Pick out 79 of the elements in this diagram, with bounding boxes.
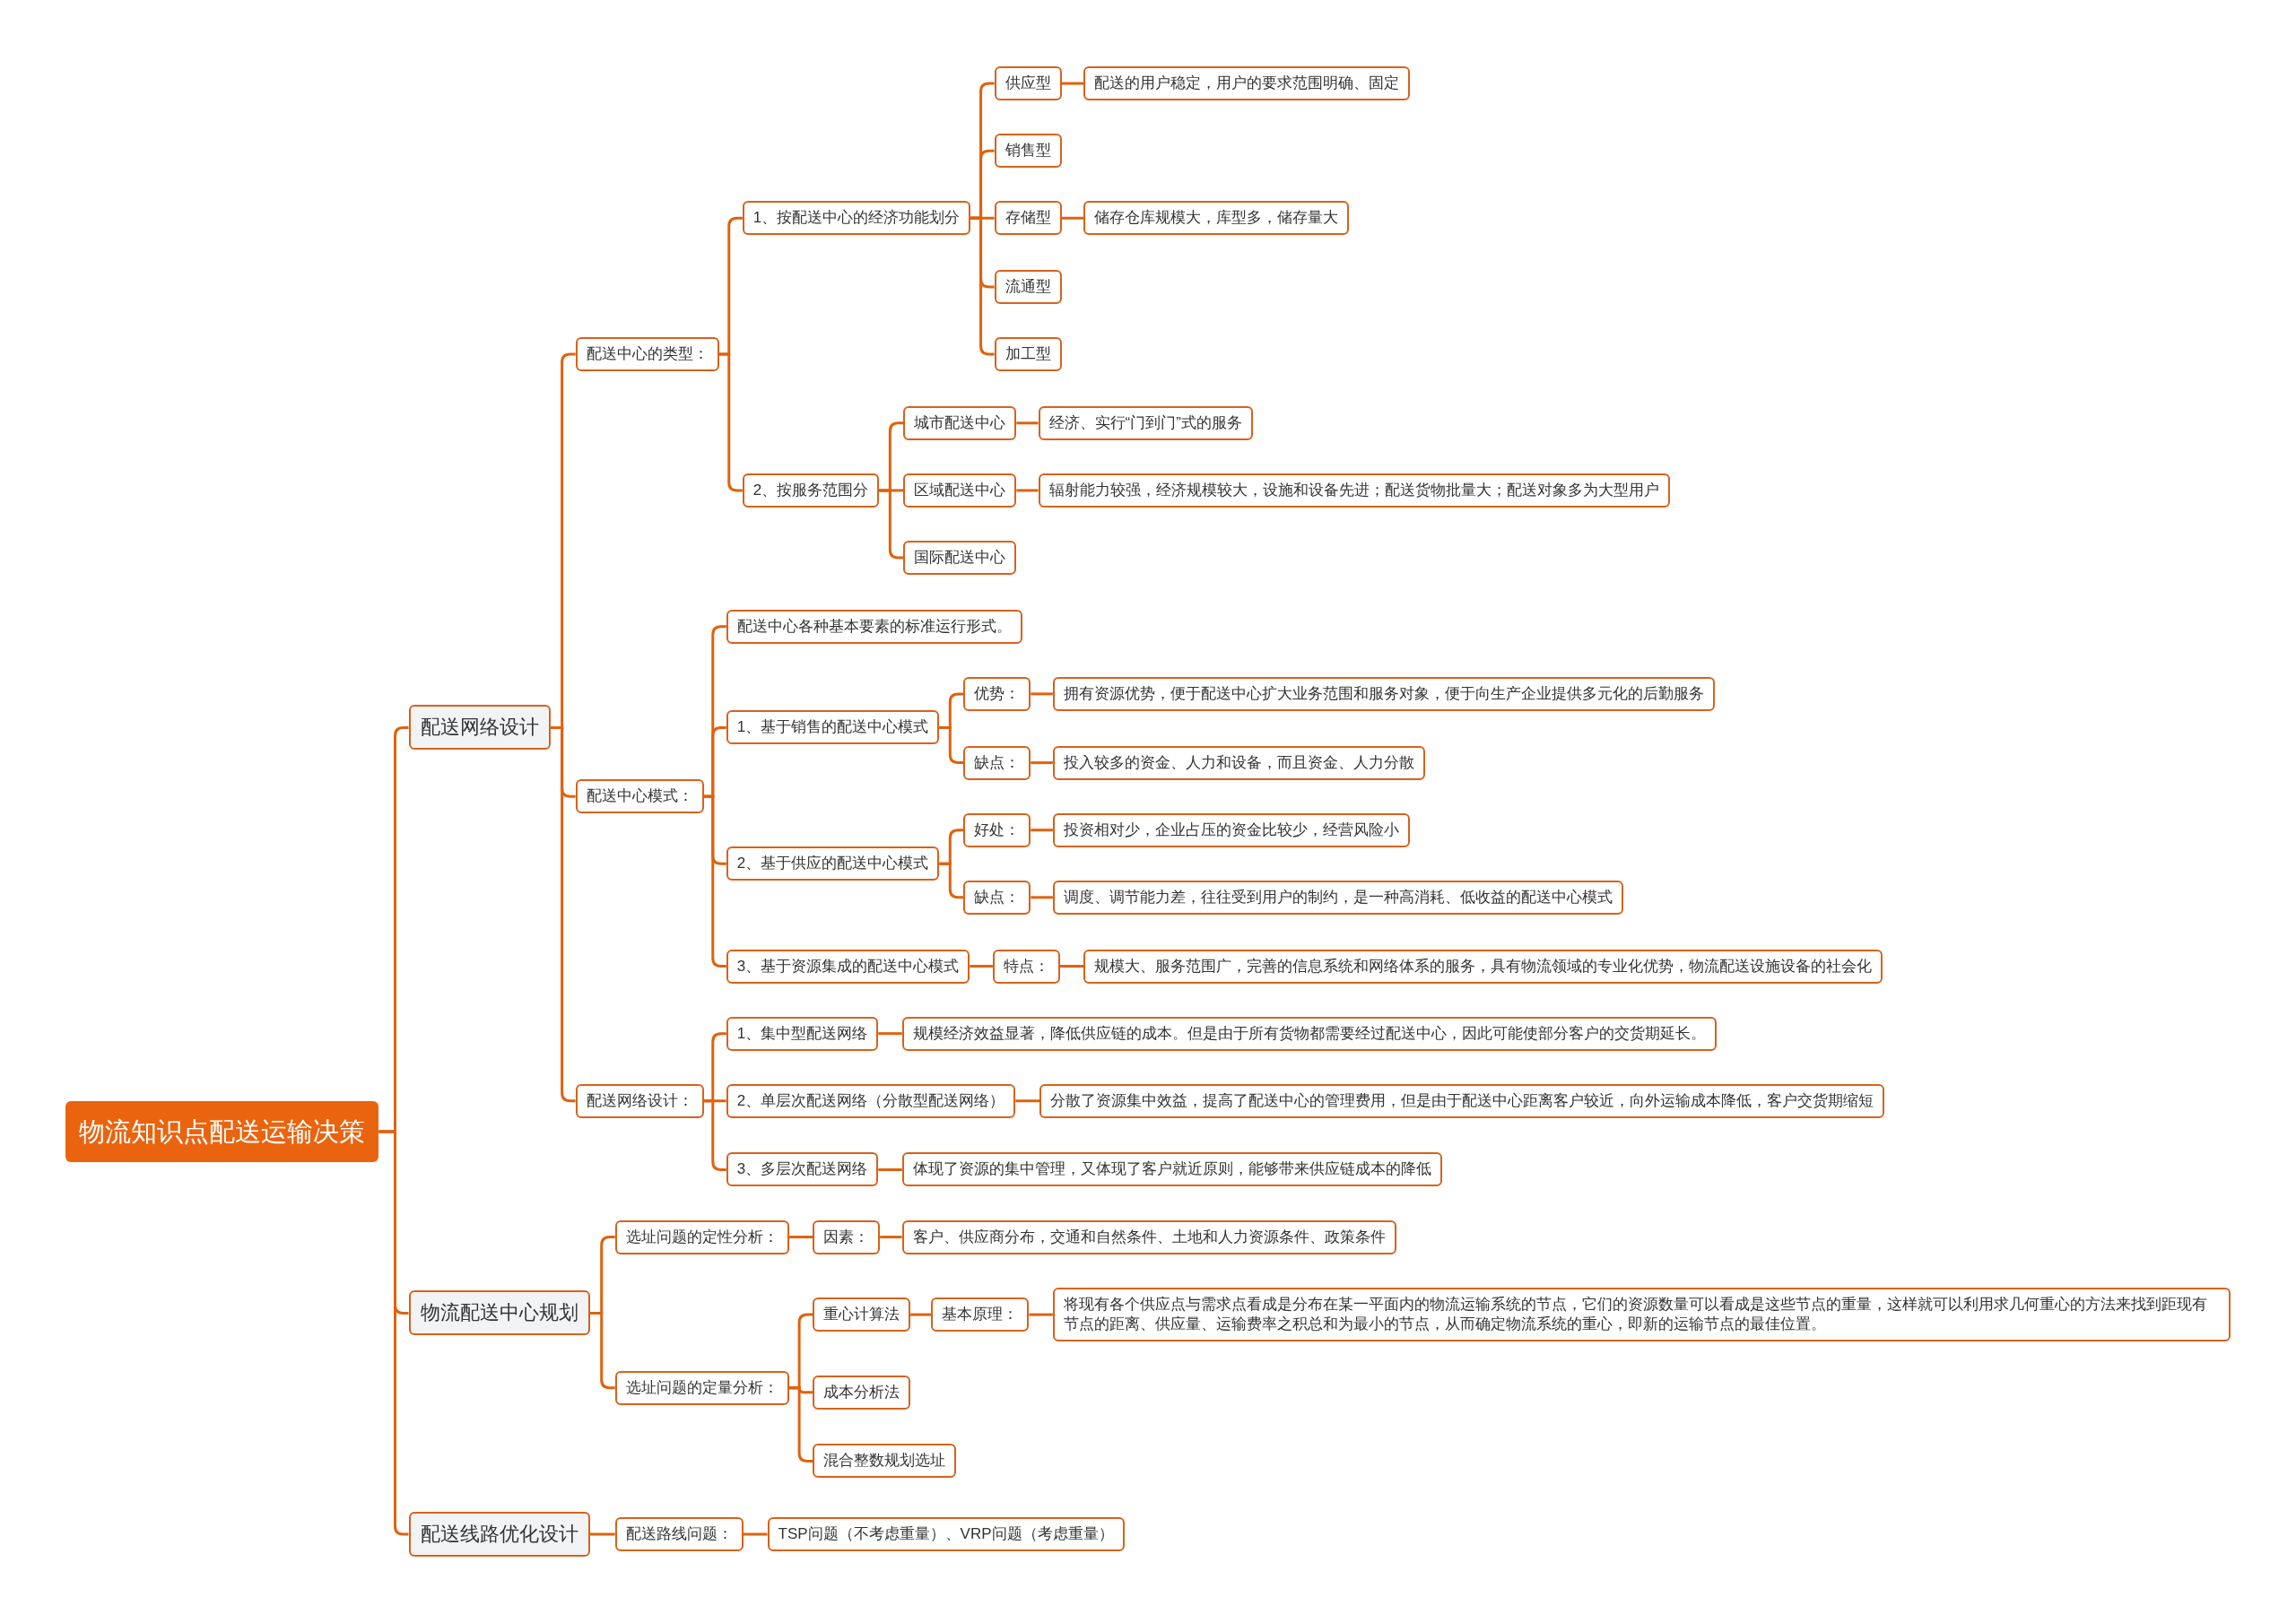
central-topic-box: 物流知识点配送运输决策	[65, 1101, 379, 1163]
connector-line	[550, 725, 576, 1103]
connector-line	[1031, 761, 1053, 765]
topic-box: 配送的用户稳定，用户的要求范围明确、固定	[1083, 66, 1411, 101]
connector-line	[1061, 82, 1084, 85]
topic-box: 重心计算法	[813, 1298, 911, 1332]
topic-box: 3、基于资源集成的配送中心模式	[726, 949, 970, 984]
connector-line	[878, 1032, 902, 1036]
topic-box: 1、按配送中心的经济功能划分	[742, 201, 971, 236]
topic-box: 基本原理：	[931, 1298, 1030, 1332]
connector-line	[1015, 1099, 1040, 1103]
topic-box: 配送中心各种基本要素的标准运行形式。	[726, 609, 1022, 644]
topic-box: 选址问题的定性分析：	[614, 1219, 789, 1254]
topic-box: 投资相对少，企业占压的资金比较少，经营风险小	[1052, 812, 1410, 847]
main-topic-box: 物流配送中心规划	[408, 1290, 590, 1336]
main-topic-box: 配送线路优化设计	[408, 1512, 590, 1557]
topic-box: 流通型	[994, 270, 1062, 304]
connector-line	[939, 725, 964, 765]
topic-box: 区域配送中心	[903, 473, 1017, 508]
topic-box: 存储型	[994, 201, 1062, 236]
connector-line	[743, 1532, 768, 1536]
topic-box: 1、集中型配送网络	[726, 1016, 879, 1051]
topic-box: 2、按服务范围分	[742, 473, 880, 508]
topic-box: 拥有资源优势，便于配送中心扩大业务范围和服务对象，便于向生产企业提供多元化的后勤服务	[1052, 676, 1715, 711]
connector-line	[718, 352, 743, 492]
connector-line	[703, 794, 726, 968]
topic-box: 优势：	[963, 676, 1031, 711]
connector-line	[1016, 421, 1039, 425]
topic-box: 好处：	[963, 812, 1031, 847]
topic-box: 体现了资源的集中管理，又体现了客户就近原则，能够带来供应链成本的降低	[901, 1152, 1442, 1187]
topic-box: 选址问题的定量分析：	[614, 1370, 789, 1405]
topic-box: 辐射能力较强，经济规模较大，设施和设备先进；配送货物批量大；配送对象多为大型用户	[1038, 473, 1670, 508]
topic-box: 城市配送中心	[903, 405, 1017, 440]
topic-box: 特点：	[992, 949, 1060, 984]
connector-line	[589, 1532, 615, 1536]
topic-box: 2、单层次配送网络（分散型配送网络）	[726, 1083, 1016, 1118]
connector-line	[703, 1099, 726, 1171]
topic-box: 分散了资源集中效益，提高了配送中心的管理费用，但是由于配送中心距离客户较近，向外运输成本降低，客户交货期缩短	[1039, 1083, 1885, 1118]
topic-box: 配送路线问题：	[614, 1517, 744, 1551]
connector-line	[788, 1236, 813, 1239]
topic-box: TSP问题（不考虑重量）、VRP问题（考虑重量）	[767, 1517, 1125, 1551]
connector-line	[788, 1386, 813, 1462]
topic-box: 经济、实行“门到门”式的服务	[1038, 405, 1253, 440]
connector-line	[1059, 965, 1084, 968]
connector-line	[1029, 1313, 1053, 1316]
topic-box: 因素：	[813, 1219, 881, 1254]
connector-line	[1061, 216, 1084, 220]
connector-line	[589, 1312, 615, 1390]
connector-line	[878, 1168, 902, 1171]
topic-box: 1、基于销售的配送中心模式	[726, 710, 940, 745]
topic-box: 调度、调节能力差，往往受到用户的制约，是一种高消耗、低收益的配送中心模式	[1052, 880, 1623, 915]
topic-box: 规模大、服务范围广，完善的信息系统和网络体系的服务，具有物流领域的专业化优势，物流配送设施设备的社会化	[1083, 949, 1883, 984]
topic-box: 规模经济效益显著，降低供应链的成本。但是由于所有货物都需要经过配送中心，因此可能使部分客户的交货期延长。	[901, 1016, 1717, 1051]
topic-box: 配送中心的类型：	[575, 337, 719, 372]
connector-line	[1016, 489, 1039, 492]
connector-line	[1031, 829, 1053, 832]
topic-box: 将现有各个供应点与需求点看成是分布在某一平面内的物流运输系统的节点，它们的资源数量可以看成是这些节点的重量，这样就可以利用求几何重心的方法来找到距现有节点的距离、供应量、运输费率之积总和为最小的节点，从而确定物流系统的重心，即新的运输节点的最佳位置。	[1052, 1288, 2231, 1342]
topic-box: 国际配送中心	[903, 541, 1017, 576]
connector-line	[939, 862, 964, 899]
topic-box: 储存仓库规模大，库型多，储存量大	[1083, 201, 1350, 236]
connector-line	[1031, 896, 1053, 899]
topic-box: 2、基于供应的配送中心模式	[726, 846, 940, 881]
connector-line	[1031, 692, 1053, 696]
topic-box: 投入较多的资金、人力和设备，而且资金、人力分散	[1052, 745, 1425, 780]
connector-line	[910, 1313, 932, 1316]
main-topic-box: 配送网络设计	[408, 705, 551, 751]
topic-box: 加工型	[994, 337, 1062, 372]
topic-box: 供应型	[994, 66, 1062, 101]
topic-box: 成本分析法	[813, 1375, 911, 1410]
topic-box: 配送网络设计：	[575, 1083, 704, 1118]
topic-box: 3、多层次配送网络	[726, 1152, 879, 1187]
topic-box: 客户、供应商分布，交通和自然条件、土地和人力资源条件、政策条件	[901, 1219, 1396, 1254]
topic-box: 销售型	[994, 134, 1062, 169]
connector-line	[970, 965, 993, 968]
connector-line	[880, 1236, 902, 1239]
topic-box: 缺点：	[963, 745, 1031, 780]
topic-box: 混合整数规划选址	[813, 1444, 957, 1479]
topic-box: 配送中心模式：	[575, 779, 704, 814]
topic-box: 缺点：	[963, 880, 1031, 915]
